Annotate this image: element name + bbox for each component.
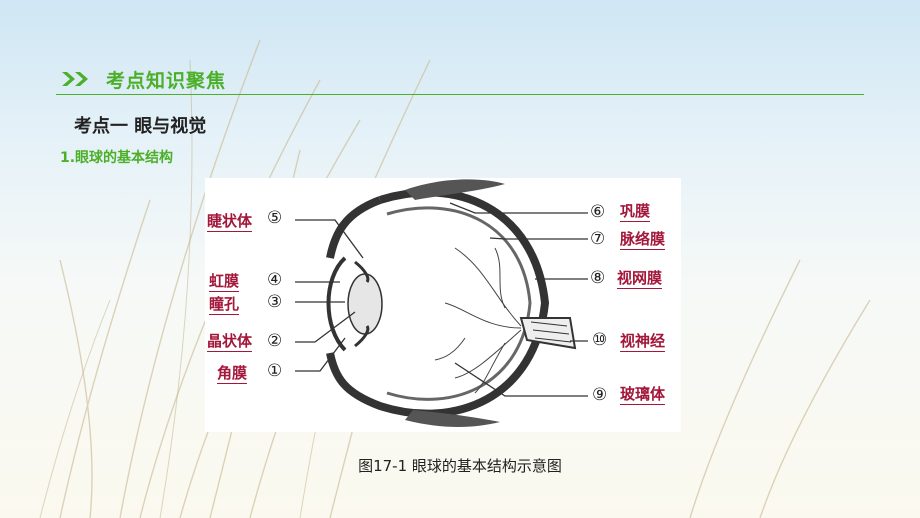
label-vitreous-body: 玻璃体 [620,385,666,405]
number-8: ⑧ [590,268,606,288]
eyeball-drawing [295,179,588,427]
label-ciliary-body: 睫状体 [207,212,253,232]
eye-diagram: 睫状体 ⑤ 虹膜 ④ 瞳孔 ③ 晶状体 ② 角膜 ① ⑥ 巩膜 ⑦ 脉络膜 ⑧ … [205,178,681,432]
section-header: 考点知识聚焦 [56,64,864,96]
figure-caption: 图17-1 眼球的基本结构示意图 [358,457,562,475]
section-title: 考点知识聚焦 [106,70,227,92]
number-7: ⑦ [590,229,606,249]
number-5: ⑤ [267,208,283,228]
label-cornea: 角膜 [217,364,248,384]
number-2: ② [267,331,283,351]
number-10: ⑩ [592,330,608,350]
label-sclera: 巩膜 [620,202,651,222]
label-pupil: 瞳孔 [209,295,240,315]
label-iris: 虹膜 [209,272,240,292]
topic-heading: 考点一 眼与视觉 [74,116,207,137]
number-6: ⑥ [590,202,606,222]
label-lens: 晶状体 [207,332,253,352]
double-chevron-icon [62,72,88,86]
label-retina: 视网膜 [617,269,663,289]
number-4: ④ [267,270,283,290]
subtopic-heading: 1.眼球的基本结构 [60,150,174,166]
label-choroid: 脉络膜 [620,230,666,250]
header-divider [56,94,864,95]
number-9: ⑨ [592,385,608,405]
number-1: ① [267,361,283,381]
number-3: ③ [267,292,283,312]
label-optic-nerve: 视神经 [620,332,666,352]
